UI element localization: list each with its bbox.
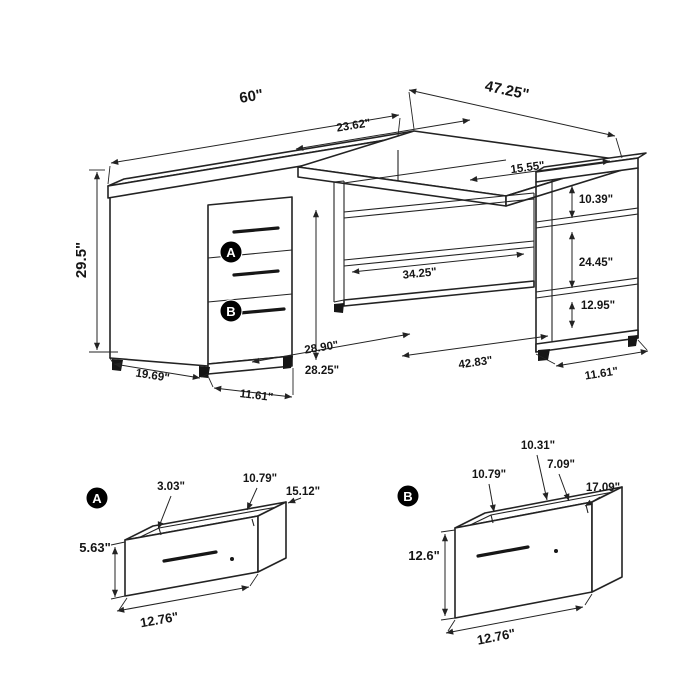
dim-knee-height-label: 28.25" xyxy=(305,365,339,377)
drawer-a-side-face xyxy=(257,501,287,573)
drawer-b-knob xyxy=(554,549,558,553)
drawer-a-view: A 3.03" 10.79" 15.12" 5.63" 12.76" xyxy=(79,473,320,630)
drawer-b-side-face xyxy=(591,486,623,593)
drawer-b-view: B 10.31" 7.09" 10.79" 17.09" 12.6" 12.76… xyxy=(396,440,623,648)
svg-text:B: B xyxy=(226,304,235,319)
dim-shelf-width-label: 34.25" xyxy=(402,266,437,282)
bookcase-base xyxy=(535,329,639,353)
drawer-b-back-width-label: 10.31" xyxy=(521,440,555,452)
drawer-b-badge: B xyxy=(219,299,243,323)
drawer1-handle xyxy=(232,226,280,234)
drawer-b-detail-badge: B xyxy=(396,484,420,508)
drawer3-handle xyxy=(238,307,286,315)
svg-text:B: B xyxy=(403,489,412,504)
dim-shelf-top-depth-label: 15.55" xyxy=(510,160,546,176)
dim-shelf-lower-label: 12.95" xyxy=(581,300,615,312)
shelf-unit-bottom xyxy=(343,280,535,307)
dim-return-depth-label: 47.25" xyxy=(483,78,530,104)
drawer-a-height-label: 5.63" xyxy=(79,540,110,555)
drawer-a-handle xyxy=(162,550,218,563)
bookcase-foot xyxy=(538,349,550,361)
dim-return-floor-label: 42.83" xyxy=(458,355,494,372)
drawer-a-width-label: 12.76" xyxy=(139,609,180,630)
dim-height-label: 29.5" xyxy=(73,242,90,278)
drawer-a-badge: A xyxy=(219,240,243,264)
drawer-a-inner-width-label: 10.79" xyxy=(243,473,277,485)
drawer-b-width-label: 12.76" xyxy=(476,626,517,648)
dim-top-section-label: 23.62" xyxy=(336,117,372,134)
dim-bookcase-depth-label: 11.61" xyxy=(584,365,619,382)
dim-pedestal-width-label: 11.61" xyxy=(239,388,274,404)
drawer-a-wall-thickness-label: 3.03" xyxy=(157,481,185,493)
dim-knee-width-label: 28.90" xyxy=(304,339,340,356)
desk-foot xyxy=(199,366,210,378)
svg-text:A: A xyxy=(226,245,236,260)
main-desk-view: 60" 47.25" 23.62" 15.55" 29.5" 10.39" 24… xyxy=(73,78,649,404)
shelf-foot xyxy=(334,303,344,313)
drawer-a-knob xyxy=(230,557,234,561)
bookcase-foot xyxy=(628,335,638,347)
drawer-b-outer-width-label: 17.09" xyxy=(586,482,620,494)
drawer-a-detail-badge: A xyxy=(85,486,109,510)
drawer-b-inner-width-label: 10.79" xyxy=(472,469,506,481)
drawer-pedestal-front xyxy=(207,196,293,365)
desk-foot xyxy=(283,356,293,369)
drawer-b-handle xyxy=(476,545,530,558)
dim-shelf-upper-label: 10.39" xyxy=(579,194,613,206)
drawer-b-height-label: 12.6" xyxy=(408,548,439,563)
dim-shelf-middle-label: 24.45" xyxy=(579,257,613,269)
dim-width-label: 60" xyxy=(238,86,264,107)
svg-text:A: A xyxy=(92,491,102,506)
drawer-a-outer-width-label: 15.12" xyxy=(286,486,320,498)
drawer-b-wall-thickness-label: 7.09" xyxy=(547,459,575,471)
dim-left-depth-label: 19.69" xyxy=(135,367,171,384)
drawer2-handle xyxy=(232,269,280,277)
